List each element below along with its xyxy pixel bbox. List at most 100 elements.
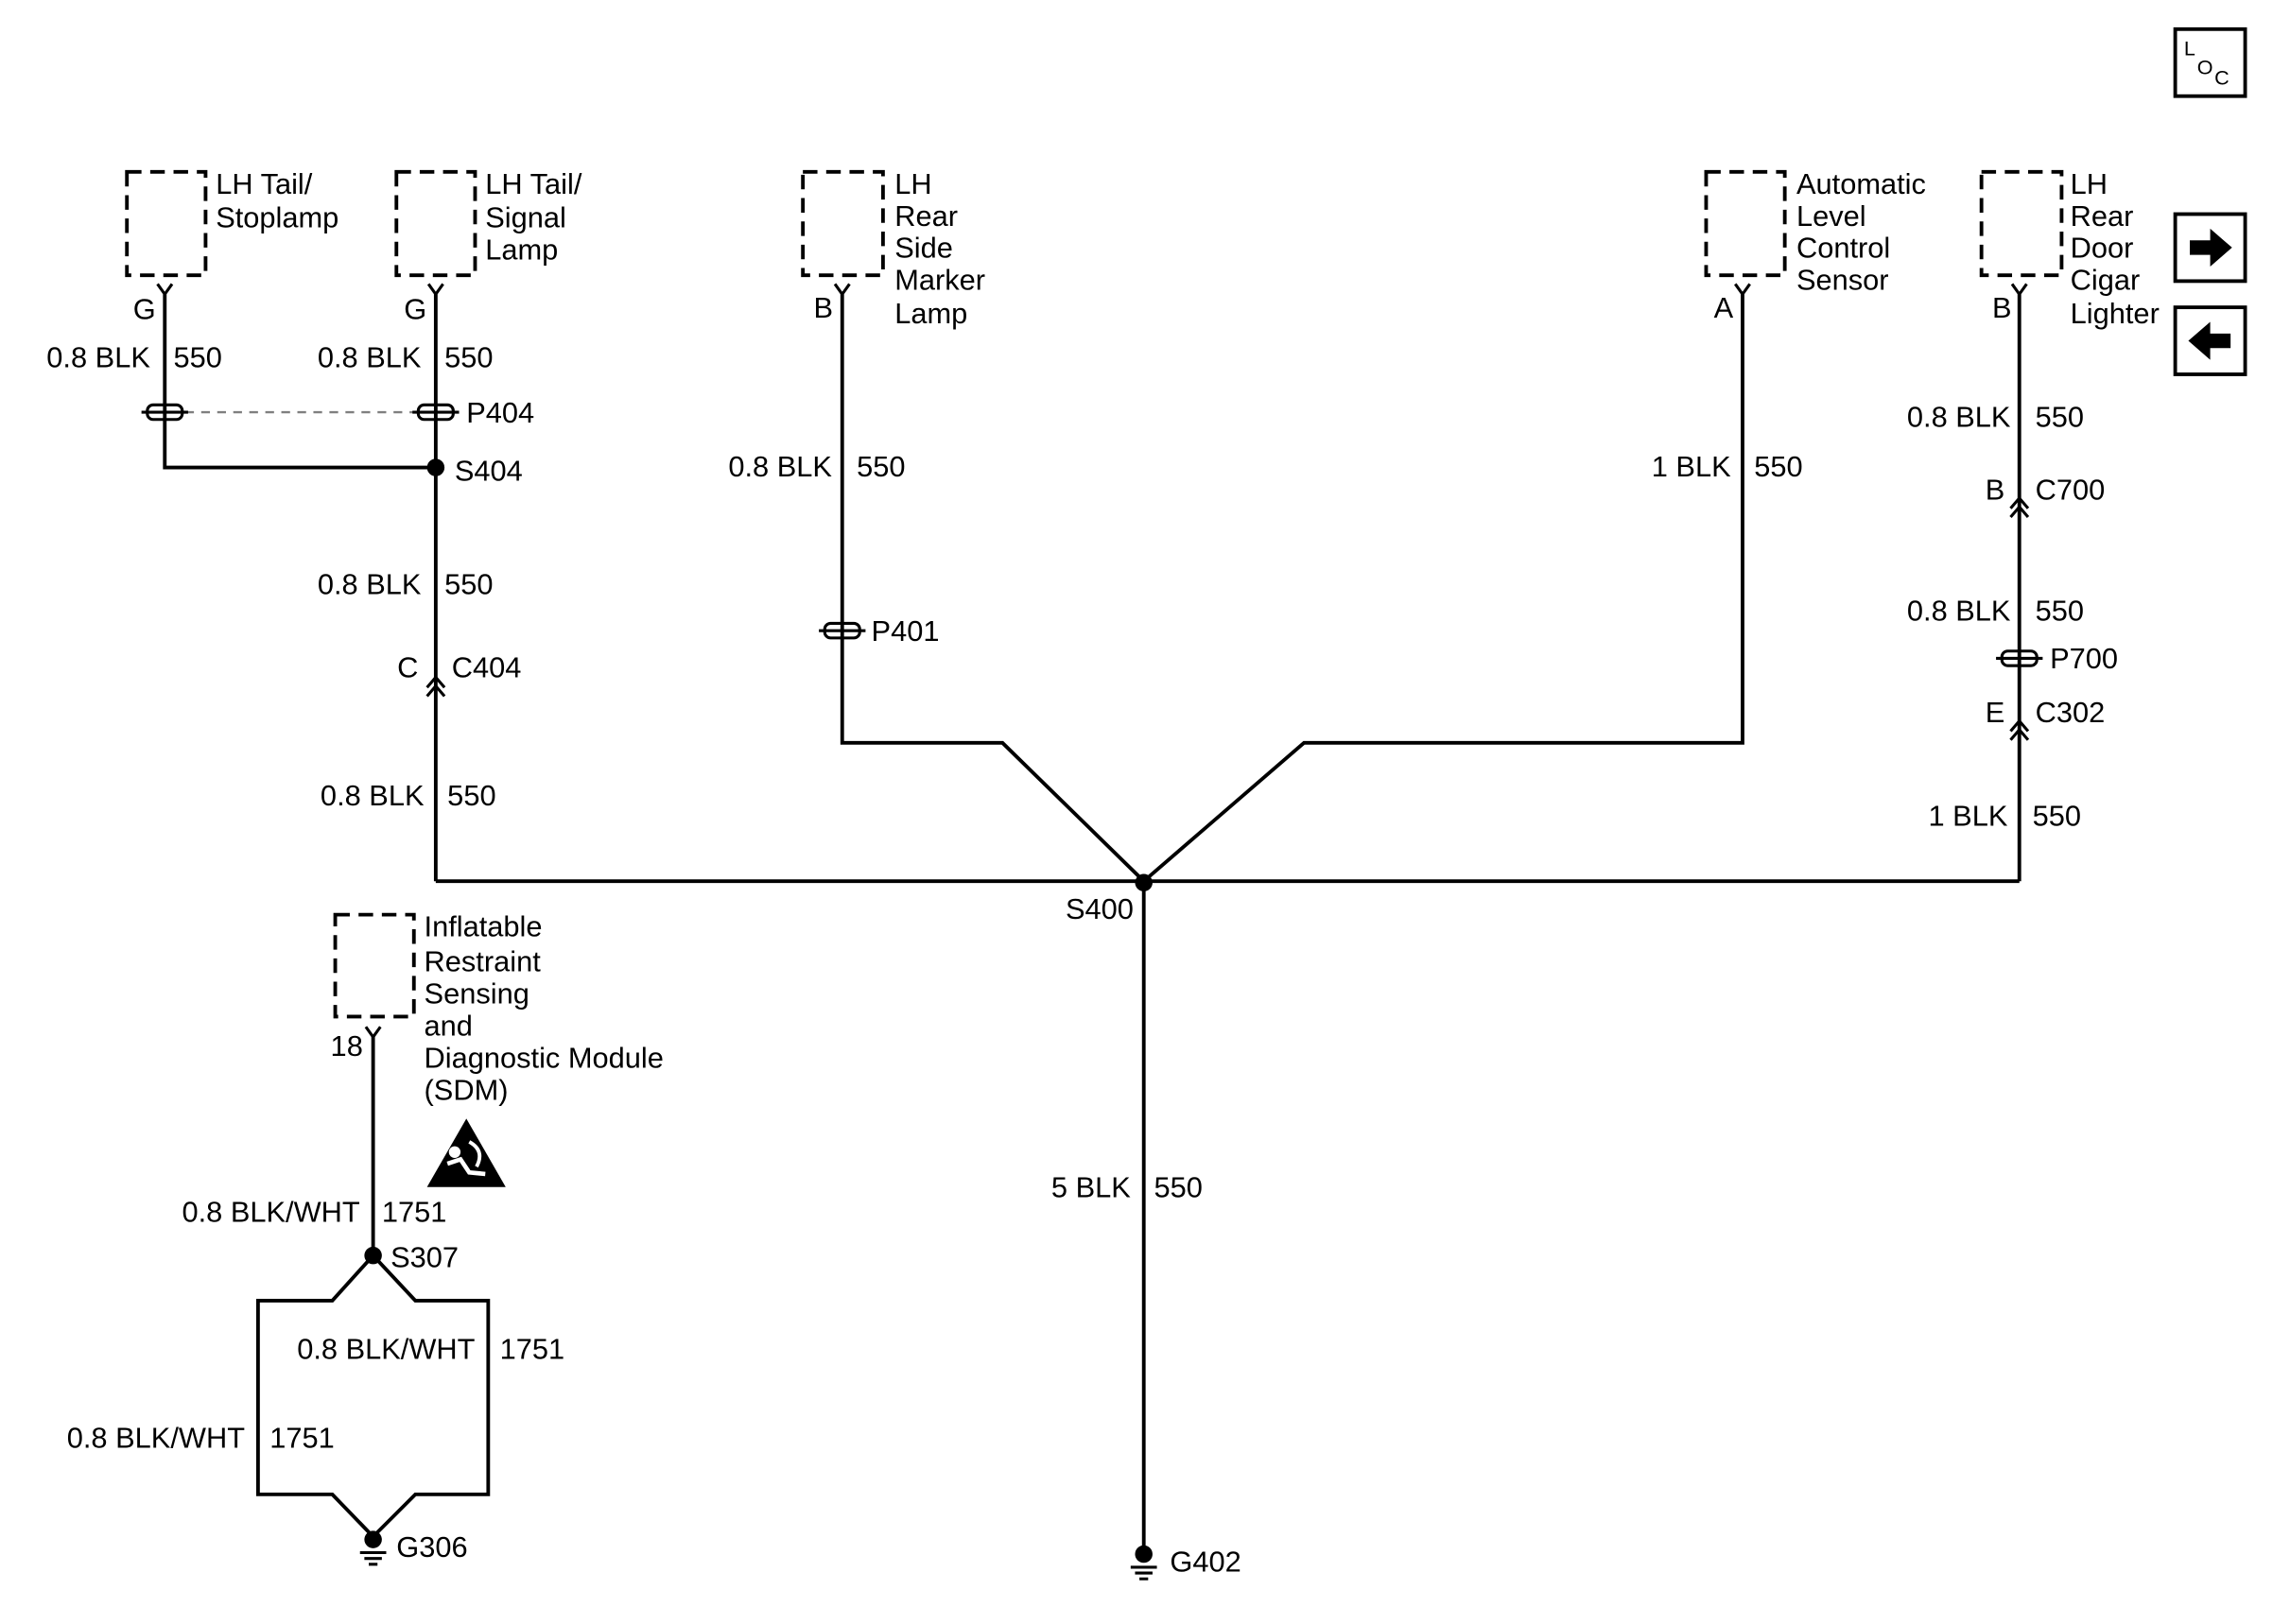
connector-id: C302 (2036, 696, 2106, 729)
pin-label: G (404, 292, 426, 325)
previous-page-button[interactable] (2173, 305, 2247, 376)
connector-symbol (2009, 718, 2030, 741)
loc-button-frame[interactable] (2173, 26, 2247, 98)
component-box (394, 169, 477, 278)
wire-size-color: 0.8 BLK/WHT (182, 1196, 359, 1229)
connector-id: C700 (2036, 473, 2106, 506)
caution-figure-head (448, 1146, 461, 1158)
pin-label: B (813, 291, 833, 324)
terminal-symbol (156, 283, 174, 297)
wires (163, 294, 2021, 1547)
left-arrow-icon (2188, 321, 2231, 360)
component-label-line: Lighter (2071, 297, 2160, 330)
component-label-line: Automatic (1796, 167, 1926, 200)
component-label-line: Marker (894, 264, 985, 297)
component-label-line: Signal (485, 200, 566, 233)
wire-size-color: 1 BLK (1652, 450, 1731, 483)
terminal-symbol (426, 283, 444, 297)
wire-circuit: 550 (1754, 450, 1802, 483)
component-label-line: Rear (894, 199, 958, 233)
caution-airbag (468, 1140, 482, 1168)
loc-letter-l: L (2184, 37, 2195, 60)
ground-label: G306 (396, 1530, 467, 1564)
wire-side-marker-to-s400 (840, 294, 1146, 883)
ground-label: G402 (1170, 1546, 1241, 1579)
wire-stoplamp-to-s404 (163, 294, 436, 470)
ground-g402: G402 (1130, 1546, 1241, 1581)
wire-circuit: 1751 (382, 1196, 447, 1229)
connector-id: C404 (452, 650, 522, 683)
component-box (1979, 169, 2064, 278)
wire-size-color: 0.8 BLK (728, 450, 832, 483)
connector-c302: E C302 (1986, 696, 2106, 741)
ground-g306: G306 (359, 1530, 468, 1566)
terminal-symbol (364, 1026, 382, 1040)
ground-icon (359, 1550, 387, 1566)
component-label-line: LH (894, 167, 931, 200)
wire-labels: 0.8 BLK 550 0.8 BLK 550 0.8 BLK 550 0.8 … (46, 340, 2084, 1454)
component-label-line: and (425, 1010, 473, 1043)
splice-dot (1135, 873, 1153, 891)
component-box (125, 169, 208, 278)
wire-size-color: 1 BLK (1928, 800, 2007, 833)
splice-pack-label: P700 (2050, 642, 2118, 675)
wire-size-color: 0.8 BLK (1907, 594, 2011, 627)
component-label-line: Cigar (2071, 264, 2141, 297)
component-label-line: LH (2071, 167, 2108, 200)
wire-size-color: 0.8 BLK (1907, 400, 2011, 433)
component-sdm: Inflatable Restraint Sensing and Diagnos… (331, 910, 664, 1187)
wire-circuit: 550 (857, 450, 905, 483)
component-lh-tail-stoplamp: LH Tail/ Stoplamp G (125, 167, 338, 325)
splice-pack-p404: P404 (412, 396, 534, 429)
terminal-symbol (833, 283, 851, 297)
splice-s307: S307 (364, 1241, 459, 1274)
pin-label: G (133, 292, 156, 325)
wire-circuit: 550 (1154, 1171, 1202, 1204)
splice-label: S400 (1066, 892, 1134, 925)
connector-cavity: E (1986, 696, 2005, 729)
splice-s404: S404 (426, 454, 523, 487)
wire-circuit: 550 (444, 340, 493, 373)
component-label-line: Sensing (425, 977, 529, 1011)
component-label-line: Lamp (894, 297, 967, 330)
component-lh-rear-door-cigar-lighter: LH Rear Door Cigar Lighter B (1979, 167, 2160, 330)
connector-c404: C C404 (397, 650, 522, 698)
terminal-symbol (2010, 283, 2028, 297)
terminal-symbol (1734, 283, 1751, 297)
wire-circuit: 550 (2036, 400, 2084, 433)
component-box (801, 169, 885, 278)
splice-dot (426, 458, 445, 476)
component-label-line: Inflatable (425, 910, 543, 943)
component-label-line: LH Tail/ (216, 167, 313, 200)
wire-s307-left-loop (255, 1253, 375, 1538)
pin-label: A (1714, 291, 1734, 324)
component-label-line: LH Tail/ (485, 167, 582, 200)
connector-symbol (2009, 495, 2030, 518)
loc-button[interactable]: L O C (2173, 26, 2247, 98)
wire-size-color: 0.8 BLK/WHT (297, 1333, 475, 1366)
splice-pack-p404-left (141, 403, 188, 422)
component-box (1704, 169, 1787, 278)
component-lh-rear-side-marker-lamp: LH Rear Side Marker Lamp B (801, 167, 985, 330)
component-lh-tail-signal-lamp: LH Tail/ Signal Lamp G (394, 167, 582, 325)
loc-letter-c: C (2214, 65, 2230, 89)
wire-size-color: 5 BLK (1051, 1171, 1131, 1204)
connector-cavity: B (1986, 473, 2005, 506)
previous-page-button-frame[interactable] (2173, 305, 2247, 376)
connector-symbol (425, 675, 446, 698)
component-label-line: Diagnostic Module (425, 1041, 664, 1074)
wire-size-color: 0.8 BLK (318, 340, 422, 373)
component-label-line: Stoplamp (216, 200, 338, 233)
connector-c700: B C700 (1986, 473, 2106, 518)
caution-figure-body (446, 1156, 486, 1177)
splice-s400: S400 (1066, 873, 1153, 925)
component-label-line: Door (2071, 232, 2134, 265)
next-page-button[interactable] (2173, 212, 2247, 284)
component-label-line: Lamp (485, 233, 558, 266)
wire-size-color: 0.8 BLK/WHT (67, 1422, 245, 1455)
airbag-caution-icon (426, 1118, 506, 1187)
pin-label: B (1992, 291, 2012, 324)
wire-size-color: 0.8 BLK (46, 340, 150, 373)
splice-label: S404 (455, 454, 523, 487)
